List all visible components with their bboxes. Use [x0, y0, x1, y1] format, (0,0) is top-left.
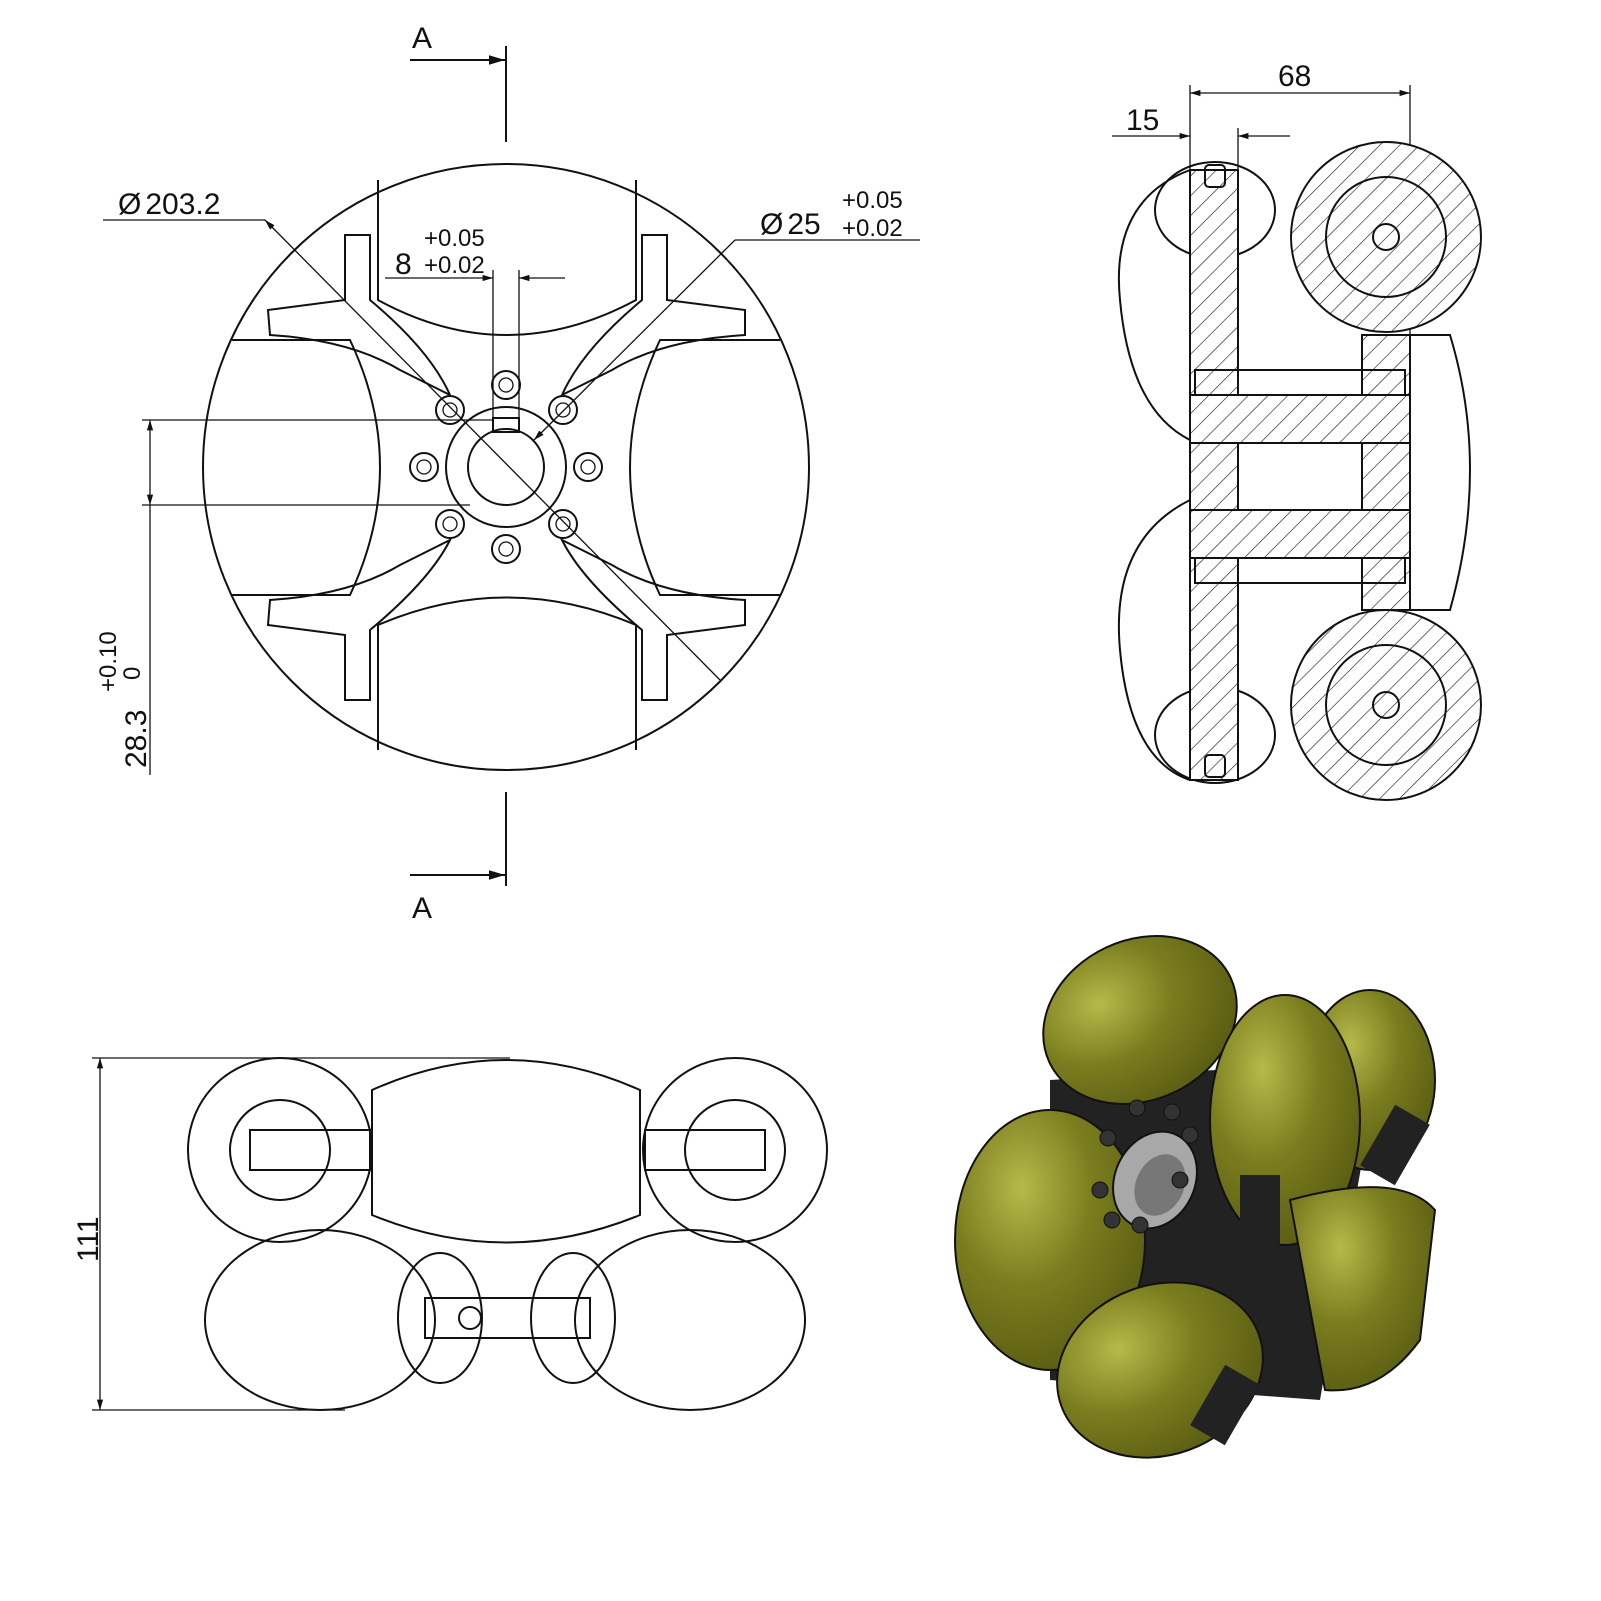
roller — [642, 1057, 828, 1243]
key-depth-tol-lower: 0 — [119, 667, 146, 680]
width-dim: 68 — [1278, 60, 1311, 93]
bore-tol-upper: +0.05 — [842, 187, 903, 214]
bore — [467, 428, 545, 506]
bolt — [548, 395, 578, 425]
bolt — [491, 534, 521, 564]
bolt — [573, 452, 603, 482]
roller-section — [1290, 609, 1482, 801]
bolt — [435, 395, 465, 425]
section-view: 68 15 — [1112, 60, 1482, 801]
bolt — [548, 509, 578, 539]
hub-plate-section — [1189, 169, 1239, 781]
keyway — [492, 417, 520, 433]
bracket — [249, 1129, 371, 1171]
roller-hub — [1325, 176, 1447, 298]
bracket-3d — [1240, 1175, 1280, 1245]
bolt-circle — [409, 370, 603, 564]
key-depth-label: 28.3 +0.10 0 — [95, 631, 153, 768]
height-dim: 111 — [72, 1216, 105, 1262]
bolt — [435, 509, 465, 539]
roller-outline — [1410, 334, 1471, 611]
bracket — [644, 1129, 766, 1171]
plate-dim: 15 — [1126, 104, 1159, 137]
roller-axle — [1372, 691, 1400, 719]
keyway-tol-upper: +0.05 — [424, 225, 485, 252]
bore-tol-lower: +0.02 — [842, 215, 903, 242]
hub-arm-top-left — [266, 234, 453, 398]
bore-leader-arrow — [533, 239, 736, 441]
roller-pin — [1204, 754, 1226, 778]
roller-section — [1290, 141, 1482, 333]
bracket-3d — [1360, 1104, 1430, 1186]
roller-left — [232, 339, 381, 596]
roller-pin — [1204, 164, 1226, 188]
key-depth-value: 28.3 — [120, 710, 153, 768]
roller-bearing — [684, 1099, 786, 1201]
isometric-view — [954, 935, 1437, 1459]
hub-arm-bottom-right — [559, 537, 746, 701]
bore-section — [1189, 442, 1411, 511]
roller-3d — [1042, 935, 1238, 1105]
hub-arm-bottom-left — [266, 537, 453, 701]
bracket-3d — [1190, 1364, 1260, 1446]
bolt — [491, 370, 521, 400]
hub-section — [1189, 394, 1411, 444]
key-depth-tol-upper: +0.10 — [95, 631, 122, 692]
section-label-top: A — [412, 22, 432, 55]
bolts-3d — [1091, 1099, 1199, 1234]
bracket — [424, 1297, 591, 1339]
hub-arm-top-right — [559, 234, 746, 398]
hub-flange — [445, 406, 567, 528]
roller-right — [629, 339, 780, 596]
bolt — [1194, 557, 1406, 584]
pin — [458, 1306, 482, 1330]
roller — [187, 1057, 373, 1243]
roller-axle — [1372, 223, 1400, 251]
diameter-line — [264, 219, 721, 681]
roller-lower — [204, 1229, 436, 1411]
roller-3d — [1288, 1186, 1437, 1392]
bore-3d — [1134, 1154, 1186, 1216]
roller-lower — [574, 1229, 806, 1411]
roller-outline — [1117, 499, 1191, 781]
keyway-width: 8 — [395, 248, 412, 281]
roller-bearing — [229, 1099, 331, 1201]
roller-hub — [1325, 644, 1447, 766]
roller-3d — [954, 1109, 1146, 1371]
roller-bottom — [377, 596, 637, 750]
roller-top — [377, 180, 637, 336]
roller-end — [530, 1252, 616, 1384]
bolt — [1194, 369, 1406, 396]
roller-outline — [1117, 169, 1191, 441]
hub-plate-section — [1361, 334, 1411, 611]
top-view: 111 — [72, 1057, 828, 1411]
height-dim-group: 111 — [72, 1216, 105, 1262]
roller-end — [397, 1252, 483, 1384]
wheel-outline — [202, 163, 810, 771]
bolt — [409, 452, 439, 482]
hub-section — [1189, 509, 1411, 559]
keyway-tol-lower: +0.02 — [424, 252, 485, 279]
section-label-bottom: A — [412, 892, 432, 925]
roller-center — [371, 1059, 641, 1244]
